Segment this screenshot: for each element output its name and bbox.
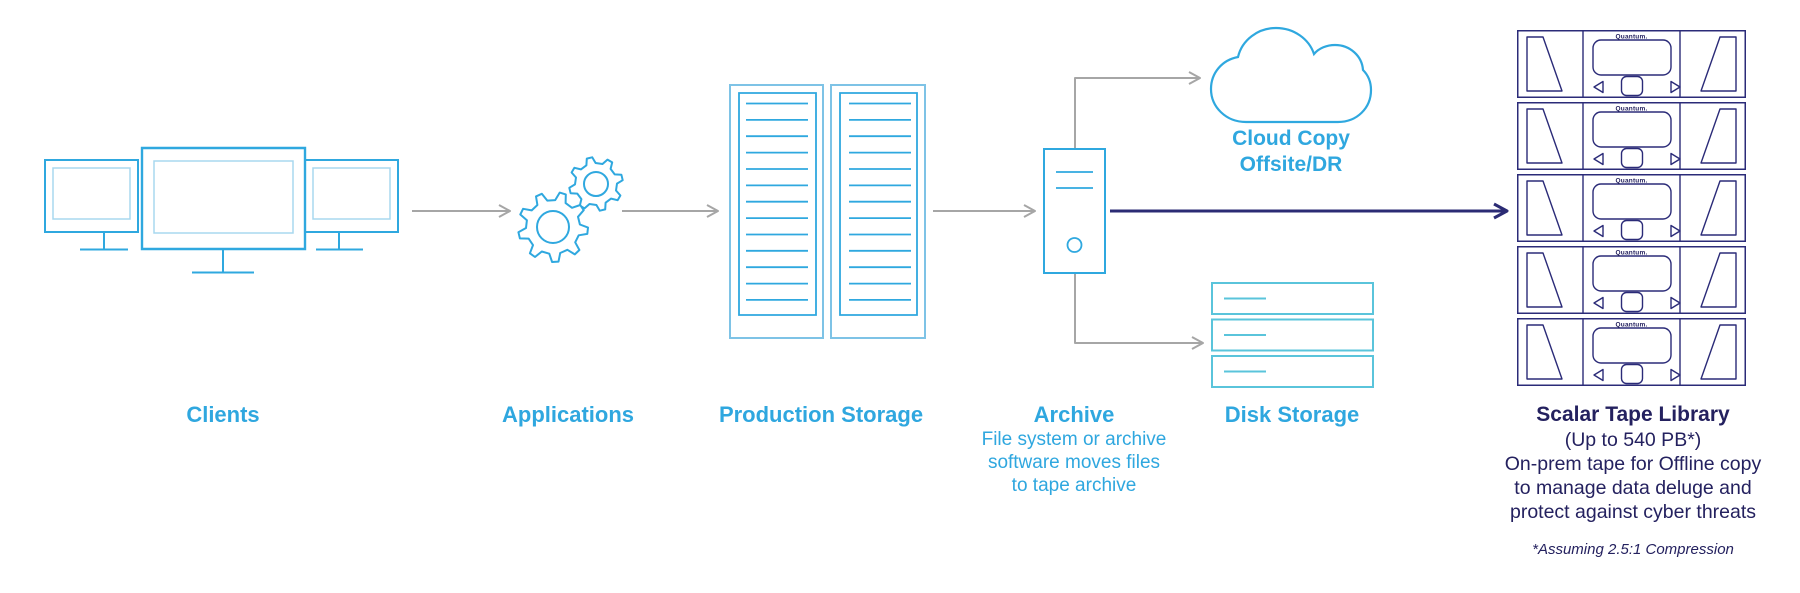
disk-storage-icon [1212,283,1373,387]
production-storage-label: Production Storage [718,402,924,427]
tape-library-description-line: On-prem tape for Offline copy [1504,453,1762,475]
tape-module-brand: Quantum. [1616,34,1648,41]
tape-module-brand: Quantum. [1616,178,1648,185]
arrow-archive-to-disk [1075,274,1203,349]
tape-library-footnote: *Assuming 2.5:1 Compression [1532,541,1734,558]
cloud-copy-label-line1: Cloud Copy [1232,127,1350,150]
archive-description-line: to tape archive [1011,475,1137,496]
tape-library-description-line: to manage data deluge and [1514,477,1752,499]
tape-library-description-line: protect against cyber threats [1509,501,1757,523]
arrow-archive-to-tape-library [1110,204,1507,218]
archive-server-icon [1044,149,1105,273]
arrow-clients-to-applications [412,205,510,217]
tape-library-icon: Quantum. Quantum. Quantum. Quantum. Quan… [1517,30,1746,386]
tape-module-brand: Quantum. [1616,250,1648,257]
cloud-copy-label: Cloud Copy Offsite/DR [1232,126,1350,178]
tape-library-text-block: Scalar Tape Library (Up to 540 PB*) On-p… [1505,402,1762,558]
archive-description-line: File system or archive [981,429,1167,450]
tape-library-title: Scalar Tape Library [1536,403,1730,426]
tape-module-brand: Quantum. [1616,106,1648,113]
disk-storage-label: Disk Storage [1224,402,1360,427]
storage-racks-icon [730,85,925,338]
clients-monitors-icon [45,148,398,273]
arrow-storage-to-archive [933,205,1035,217]
tape-library-capacity: (Up to 540 PB*) [1564,429,1702,451]
gears-icon [518,157,622,262]
archive-description: File system or archive software moves fi… [982,428,1167,497]
arrow-archive-to-cloud [1075,72,1200,148]
arrow-applications-to-storage [622,205,718,217]
archive-description-line: software moves files [987,452,1161,473]
applications-label: Applications [501,402,635,427]
clients-label: Clients [186,402,260,427]
archive-label: Archive [1033,402,1115,427]
tape-module-brand: Quantum. [1616,322,1648,329]
cloud-copy-label-line2: Offsite/DR [1239,153,1343,176]
cloud-icon [1211,28,1371,122]
